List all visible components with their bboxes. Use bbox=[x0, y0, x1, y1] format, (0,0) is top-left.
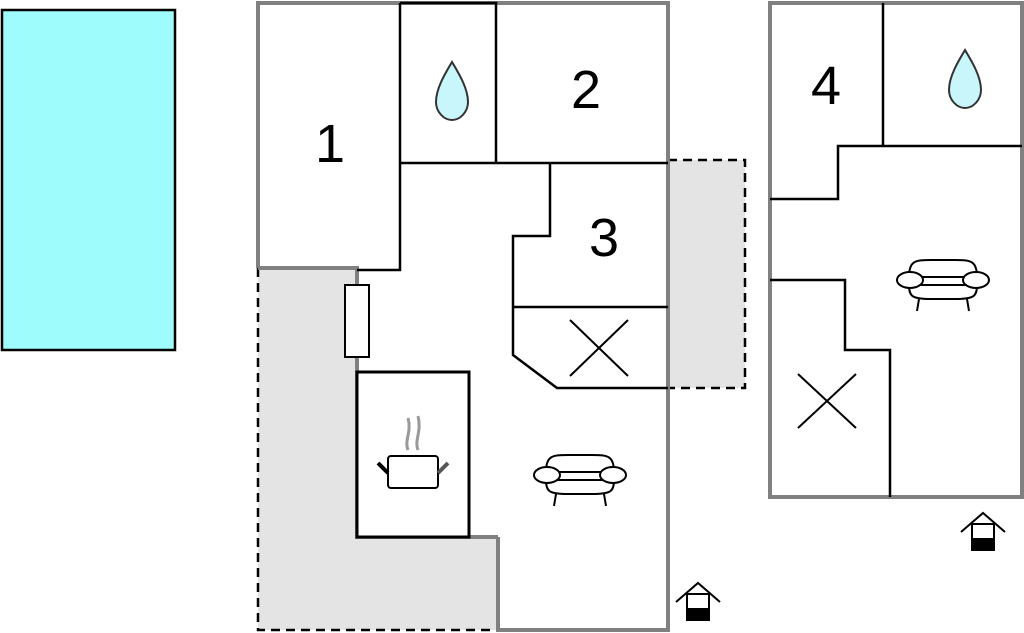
room-label-3: 3 bbox=[589, 208, 619, 268]
entrance-icon bbox=[960, 511, 1006, 551]
cross-icon bbox=[797, 373, 857, 429]
second-building-inner-walls bbox=[770, 3, 1022, 497]
water-drop-icon bbox=[434, 60, 470, 122]
entrance-icon bbox=[675, 581, 721, 621]
main-building-inner-walls bbox=[357, 1, 668, 390]
sofa-icon bbox=[533, 454, 627, 507]
cross-icon bbox=[569, 319, 629, 377]
sofa-icon bbox=[896, 259, 990, 312]
second-building-outer-walls bbox=[768, 1, 1024, 499]
terrace-right bbox=[668, 158, 747, 390]
room-label-1: 1 bbox=[315, 114, 345, 174]
cooking-pot-icon bbox=[376, 415, 450, 489]
terrace-left bbox=[256, 268, 498, 632]
window-icon bbox=[344, 284, 370, 358]
room-label-4: 4 bbox=[811, 56, 841, 116]
pool bbox=[0, 8, 177, 352]
water-drop-icon bbox=[947, 48, 983, 110]
kitchen-area bbox=[355, 370, 471, 539]
room-label-2: 2 bbox=[571, 60, 601, 120]
